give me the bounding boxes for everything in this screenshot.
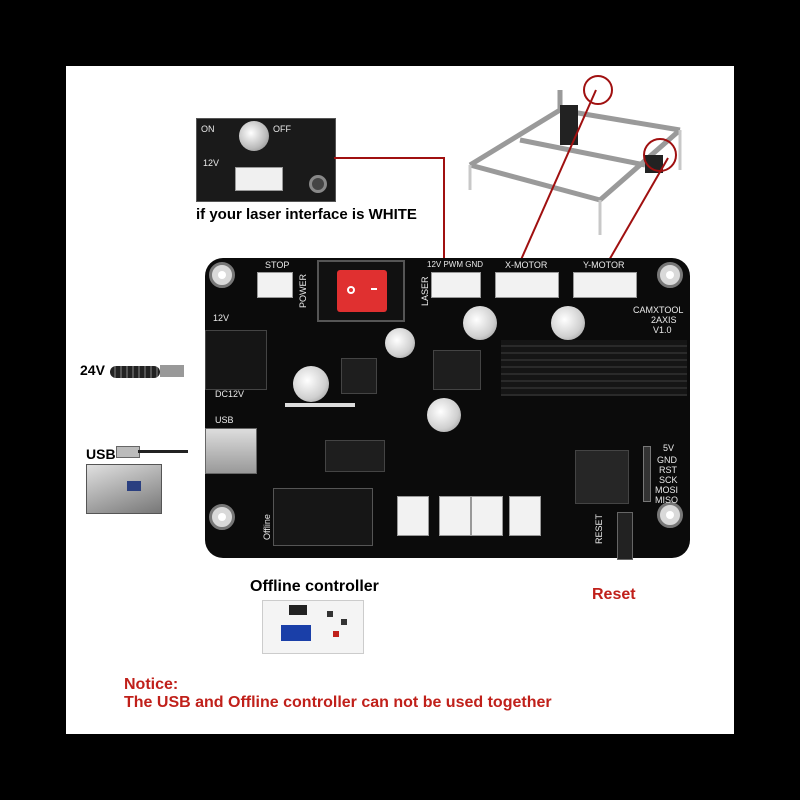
mcu-chip — [575, 450, 629, 504]
mount-hole-bottom-right — [657, 502, 683, 528]
limit-connector-2[interactable] — [439, 496, 471, 536]
usb-port[interactable] — [205, 428, 257, 474]
inset-label-off: OFF — [273, 124, 291, 134]
reset-caption: Reset — [592, 586, 636, 603]
x-motor-connector[interactable] — [495, 272, 559, 298]
isp-mosi-label: MOSI — [655, 485, 679, 495]
controller-screen — [281, 625, 311, 641]
isp-header[interactable] — [643, 446, 651, 502]
y-motor-connector[interactable] — [573, 272, 637, 298]
notice-title: Notice: — [124, 676, 179, 693]
laser-engraver-photo — [450, 70, 700, 250]
capacitor-5 — [427, 398, 461, 432]
laser-label: LASER — [420, 276, 430, 306]
power-label: POWER — [298, 273, 308, 308]
controller-header — [289, 605, 307, 615]
limit-connector-4[interactable] — [509, 496, 541, 536]
isp-gnd-label: GND — [657, 455, 677, 465]
power-switch-housing — [317, 260, 405, 322]
offline-label: Offline — [262, 514, 272, 540]
laser-pins-label: 12V PWM GND — [427, 260, 484, 269]
mount-hole-bottom-left — [209, 504, 235, 530]
isp-rst-label: RST — [659, 465, 677, 475]
inset-label-on: ON — [201, 124, 215, 134]
controller-button-3 — [333, 631, 339, 637]
switch-on-mark — [347, 286, 355, 294]
isp-miso-label: MISO — [655, 495, 679, 505]
switch-off-mark — [371, 288, 377, 290]
usb-side-label: USB — [86, 446, 116, 462]
capacitor-2 — [385, 328, 415, 358]
controller-button-2 — [341, 619, 347, 625]
dc-jack[interactable] — [205, 330, 267, 390]
control-board: STOP POWER LASER 12V PWM GND X-MOTOR Y-M… — [205, 258, 690, 560]
mount-hole-top-right — [657, 262, 683, 288]
12v-label: 12V — [213, 313, 230, 323]
laser-pointer-line — [334, 157, 445, 258]
x-motor-pointer-line — [519, 89, 597, 263]
capacitor-4 — [551, 306, 585, 340]
controller-button-1 — [327, 611, 333, 617]
axis-label: 2AXIS — [651, 315, 677, 325]
driver-chip — [433, 350, 481, 390]
voltage-regulator — [341, 358, 377, 394]
capacitor-3 — [463, 306, 497, 340]
laser-head-highlight — [583, 75, 613, 105]
stop-connector[interactable] — [257, 272, 293, 298]
heatsink — [501, 340, 687, 396]
5v-label: 5V — [663, 443, 675, 453]
inset-electrolytic-cap — [239, 121, 269, 151]
power-switch[interactable] — [337, 270, 387, 312]
inset-white-connector — [235, 167, 283, 191]
version-label: V1.0 — [653, 325, 672, 335]
stepper-motor — [645, 155, 663, 173]
usb-cable-photo — [116, 444, 196, 458]
inset-screw-hole — [309, 175, 327, 193]
engraver-frame-drawing — [468, 75, 682, 235]
laptop-photo — [86, 464, 162, 514]
mount-hole-top-left — [209, 262, 235, 288]
limit-connector-3[interactable] — [471, 496, 503, 536]
24v-label: 24V — [80, 362, 105, 378]
stop-label: STOP — [265, 260, 290, 270]
dc-plug-cable — [110, 366, 160, 378]
brand-label: CAMXTOOL — [633, 305, 684, 315]
laser-head — [560, 105, 578, 145]
y-motor-pointer-line — [607, 157, 669, 263]
usb-cable-wire — [138, 450, 188, 453]
dc-plug-photo — [110, 360, 184, 382]
x-motor-label: X-MOTOR — [505, 260, 548, 270]
capacitor-1 — [293, 366, 329, 402]
laptop-port — [127, 481, 141, 491]
white-silk-bar — [285, 403, 355, 407]
dc-plug-tip — [160, 365, 184, 377]
usb-label: USB — [215, 415, 234, 425]
notice-body: The USB and Offline controller can not b… — [124, 694, 552, 711]
y-motor-label: Y-MOTOR — [583, 260, 625, 270]
laser-connector[interactable] — [431, 272, 481, 298]
laser-interface-caption: if your laser interface is WHITE — [196, 206, 417, 223]
limit-connector-1[interactable] — [397, 496, 429, 536]
offline-connector[interactable] — [273, 488, 373, 546]
reset-button[interactable] — [617, 512, 633, 560]
usb-serial-chip — [325, 440, 385, 472]
isp-sck-label: SCK — [659, 475, 678, 485]
laser-interface-inset: ON OFF 12V — [196, 118, 336, 202]
offline-controller-caption: Offline controller — [250, 578, 379, 595]
inset-label-12v: 12V — [203, 158, 220, 168]
usb-plug — [116, 446, 140, 458]
dc12v-label: DC12V — [215, 389, 245, 399]
offline-controller-photo — [262, 600, 364, 654]
reset-label: RESET — [594, 513, 604, 544]
